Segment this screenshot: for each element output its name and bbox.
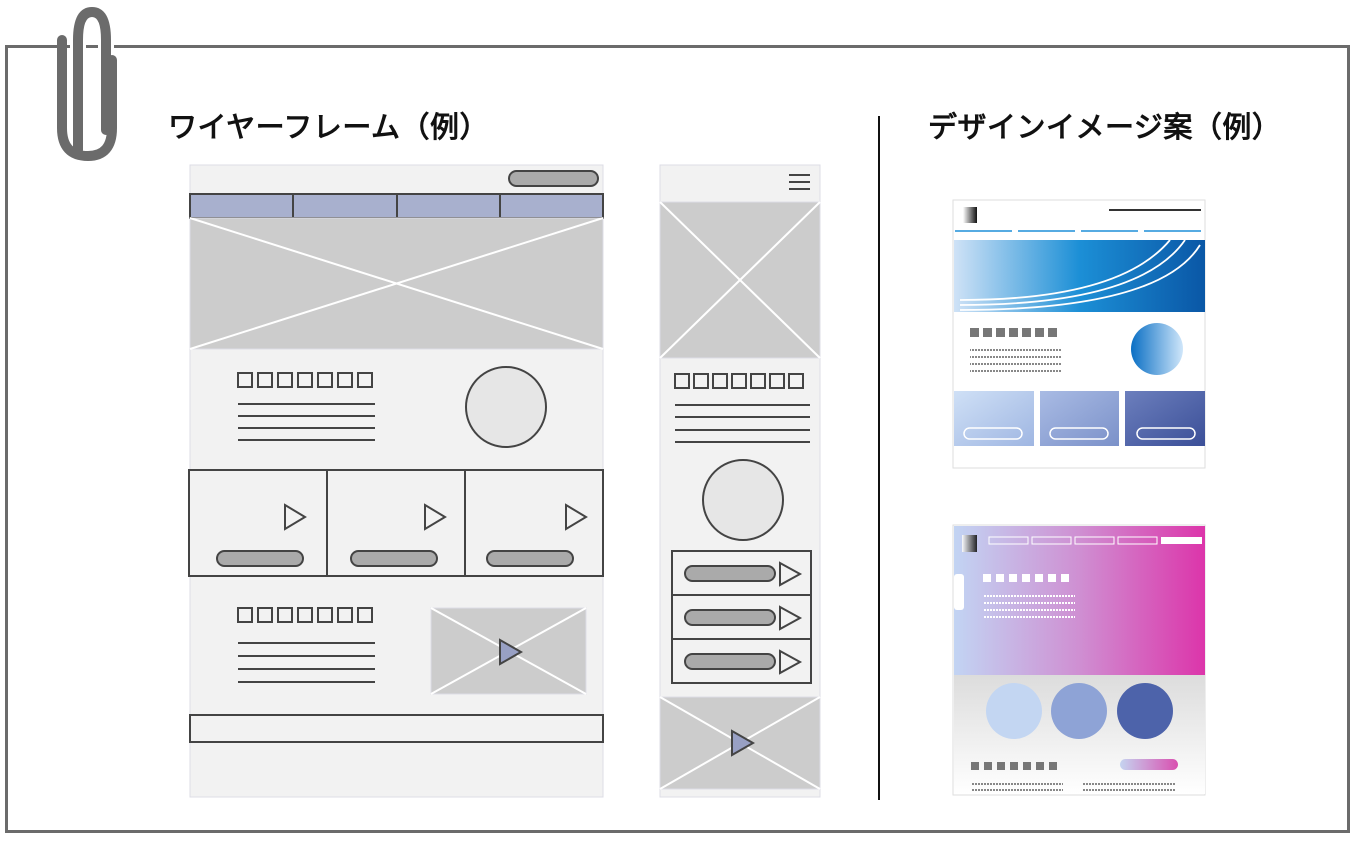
video-cards	[188, 469, 604, 577]
design-mockup-blue	[952, 199, 1206, 469]
hero-placeholder	[189, 217, 604, 350]
play-icon	[731, 729, 756, 757]
text-lines-2	[238, 642, 375, 683]
sp-text-lines	[675, 404, 810, 443]
play-icon	[779, 649, 803, 675]
play-icon	[565, 503, 588, 531]
heading-boxes-2	[237, 607, 373, 623]
footer-bar	[189, 714, 604, 743]
play-icon	[424, 503, 447, 531]
play-icon	[779, 561, 803, 587]
heading-boxes-1	[237, 372, 373, 388]
sp-video-placeholder	[659, 696, 821, 790]
sp-list	[671, 550, 812, 684]
sp-wireframe	[659, 164, 821, 798]
play-icon	[499, 638, 524, 666]
design-image-title: デザインイメージ案（例）	[928, 110, 1282, 144]
pc-wireframe	[188, 164, 604, 798]
nav-bar	[189, 193, 604, 219]
sp-hero-placeholder	[659, 201, 821, 359]
blue-heading-blocks	[970, 328, 1057, 337]
paperclip-icon	[57, 3, 117, 162]
logo-mark	[963, 207, 977, 223]
logo-mark	[962, 535, 977, 552]
text-lines-1	[238, 403, 375, 441]
design-mockup-pink	[952, 524, 1206, 796]
sp-image-circle	[702, 459, 784, 541]
sp-heading-boxes	[674, 373, 804, 389]
play-icon	[779, 605, 803, 631]
wireframe-title: ワイヤーフレーム（例）	[168, 110, 490, 144]
hero-gradient	[954, 526, 1205, 675]
image-circle	[465, 366, 547, 448]
hamburger-menu-icon	[789, 174, 810, 190]
header-pill	[508, 170, 599, 187]
video-placeholder	[430, 607, 587, 695]
play-icon	[284, 503, 307, 531]
